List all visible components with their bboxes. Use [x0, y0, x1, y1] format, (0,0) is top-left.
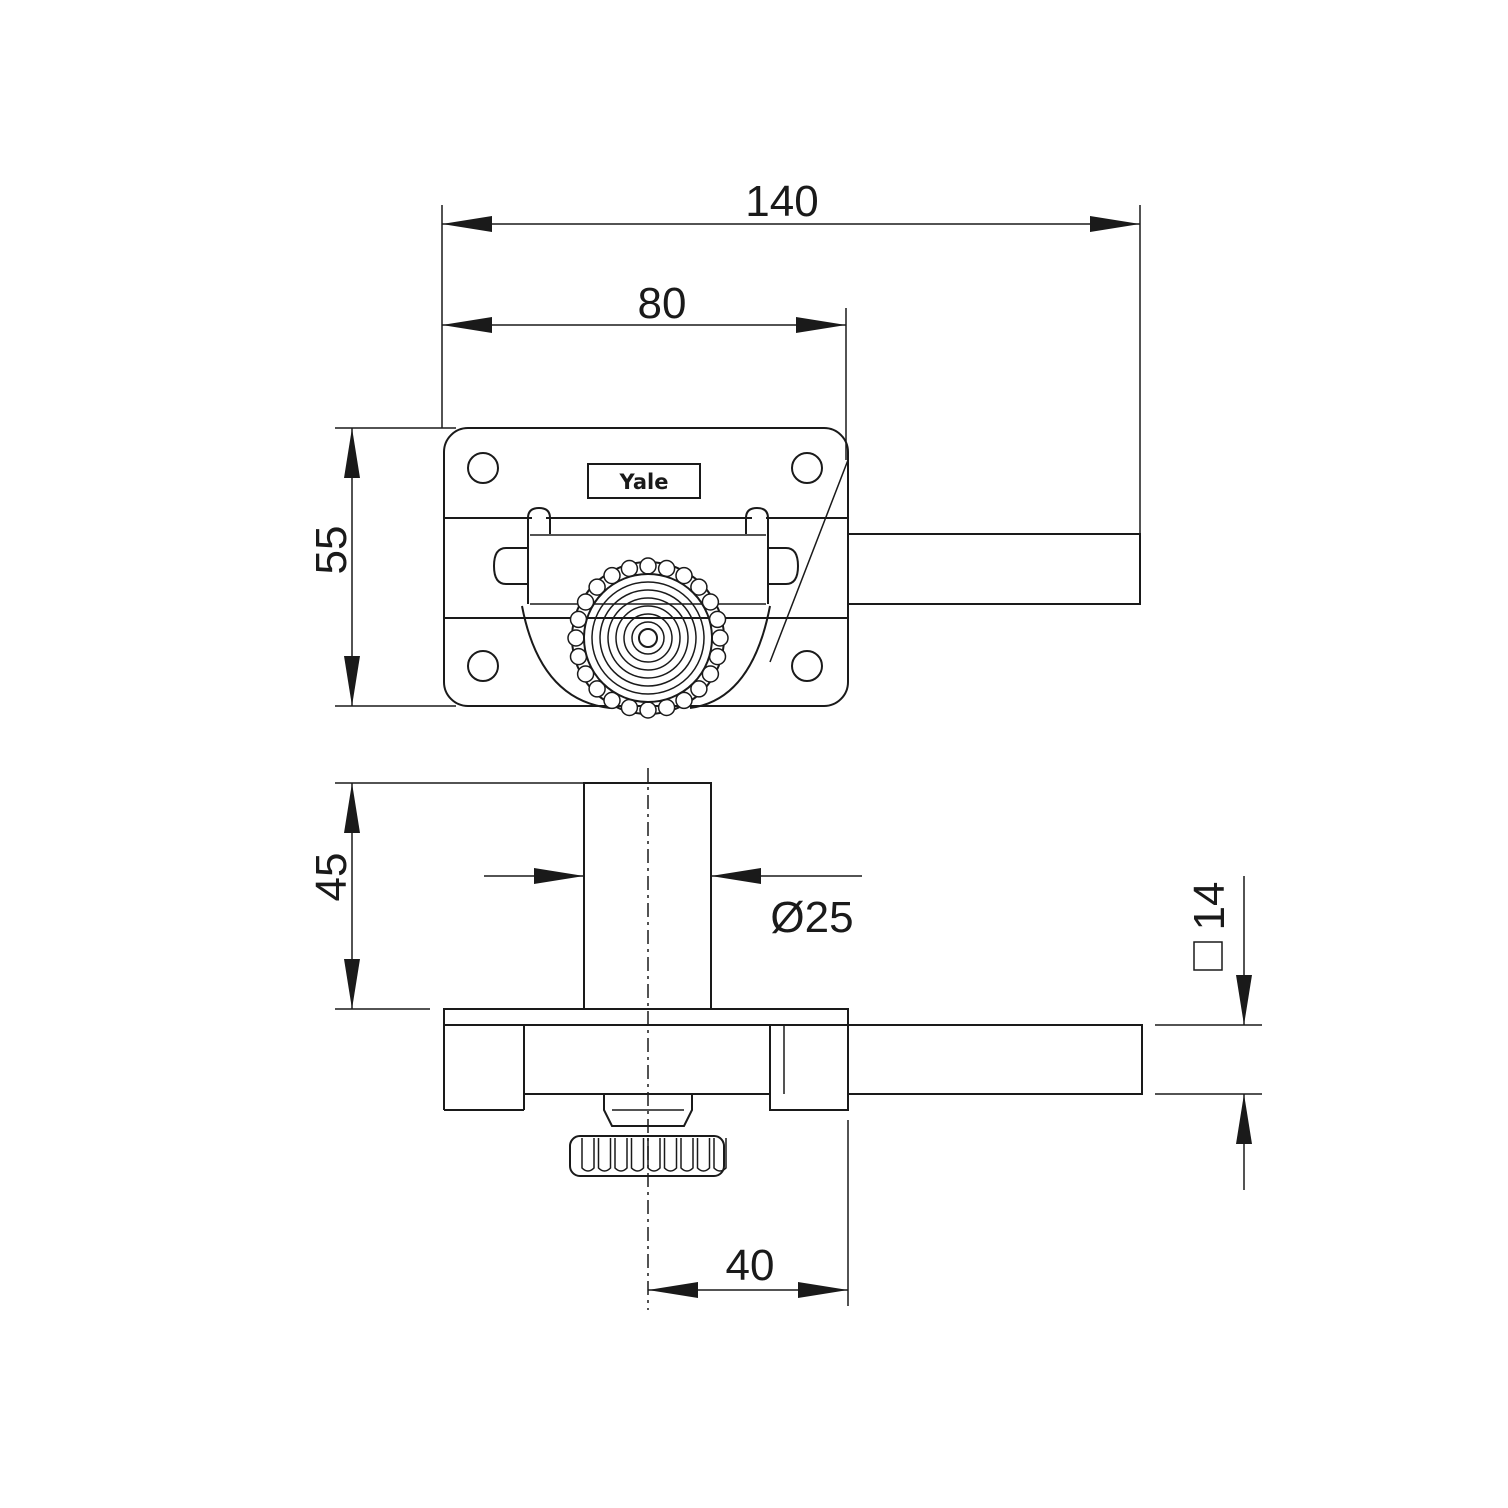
- brand-plate: [587, 463, 701, 499]
- square-section-symbol: [1193, 941, 1223, 971]
- front-bolt: [848, 533, 1141, 605]
- screw-hole-bl: [467, 650, 499, 682]
- side-plate: [443, 1008, 849, 1026]
- dim-cylinder-length: 45: [307, 853, 356, 902]
- dim-plate-width: 80: [638, 279, 687, 328]
- front-view: Yale: [443, 427, 1141, 719]
- dim-overall-length: 140: [745, 177, 818, 226]
- knurled-knob-side: [569, 1135, 727, 1177]
- dim-cylinder-diameter: Ø25: [770, 893, 853, 942]
- dim-bolt-offset: 40: [726, 1241, 775, 1290]
- screw-hole-tl: [467, 452, 499, 484]
- side-view: [443, 768, 1143, 1310]
- dimension-lines: 140 80 55 45 Ø25 14 40: [307, 177, 1262, 1306]
- dim-bolt-section: 14: [1185, 882, 1234, 931]
- brand-label: Yale: [619, 470, 669, 494]
- side-bolt: [848, 1024, 1143, 1095]
- knurled-knob-front: [567, 557, 729, 719]
- screw-hole-tr: [791, 452, 823, 484]
- screw-hole-br: [791, 650, 823, 682]
- dim-plate-height: 55: [307, 526, 356, 575]
